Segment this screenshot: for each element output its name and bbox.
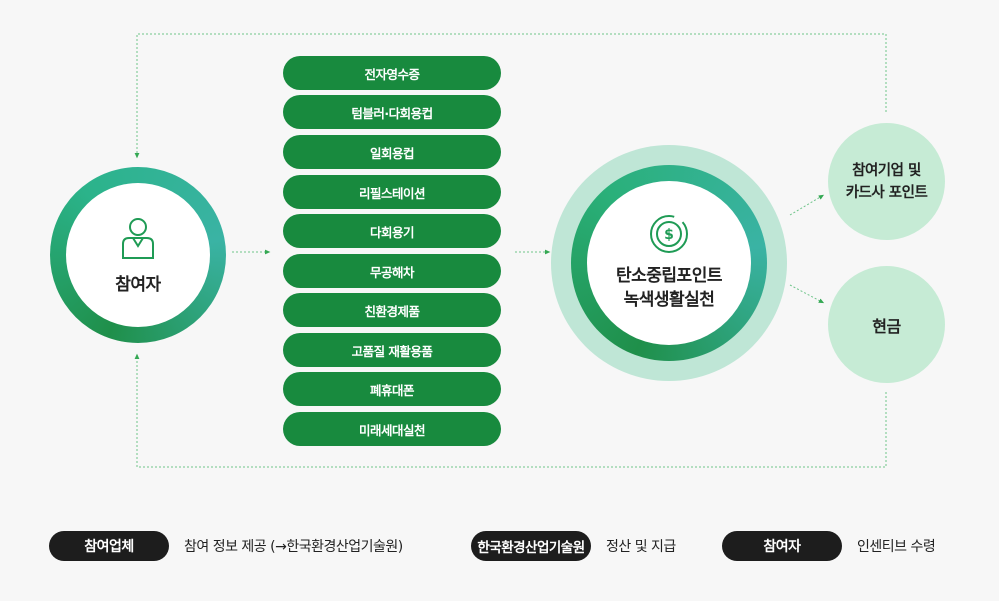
svg-text:$: $	[664, 227, 674, 243]
coin-icon: $	[649, 214, 689, 254]
action-pill: 텀블러·다회용컵	[283, 95, 501, 129]
reward-cash-circle: 현금	[828, 266, 945, 383]
action-pill: 전자영수증	[283, 56, 501, 90]
participant-ring: 참여자	[50, 167, 226, 343]
reward-card-line1: 참여기업 및	[852, 162, 921, 179]
legend-text-participant: 인센티브 수령	[857, 539, 936, 555]
legend-badge-participant: 참여자	[722, 531, 842, 561]
center-line2: 녹색생활실천	[623, 290, 715, 310]
participant-label: 참여자	[115, 274, 161, 295]
center-circle: $ 탄소중립포인트 녹색생활실천	[587, 181, 751, 345]
legend-badge-institute: 한국환경산업기술원	[471, 531, 591, 561]
action-pill: 미래세대실천	[283, 412, 501, 446]
action-pill: 고품질 재활용품	[283, 333, 501, 367]
action-pill: 친환경제품	[283, 293, 501, 327]
legend-badge-company: 참여업체	[49, 531, 169, 561]
action-pill: 일회용컵	[283, 135, 501, 169]
action-pill: 무공해차	[283, 254, 501, 288]
reward-cash-label: 현금	[872, 316, 901, 336]
center-ring: $ 탄소중립포인트 녹색생활실천	[571, 165, 767, 361]
reward-card-circle: 참여기업 및 카드사 포인트	[828, 123, 945, 240]
participant-circle: 참여자	[66, 183, 210, 327]
reward-card-line2: 카드사 포인트	[845, 184, 928, 201]
person-icon	[120, 216, 156, 260]
action-pill: 리필스테이션	[283, 175, 501, 209]
center-outer-ring: $ 탄소중립포인트 녹색생활실천	[551, 145, 787, 381]
action-pill: 폐휴대폰	[283, 372, 501, 406]
center-line1: 탄소중립포인트	[616, 266, 722, 286]
legend-text-institute: 정산 및 지급	[606, 539, 676, 555]
legend-text-company: 참여 정보 제공 (→한국환경산업기술원)	[184, 539, 403, 555]
action-pill: 다회용기	[283, 214, 501, 248]
